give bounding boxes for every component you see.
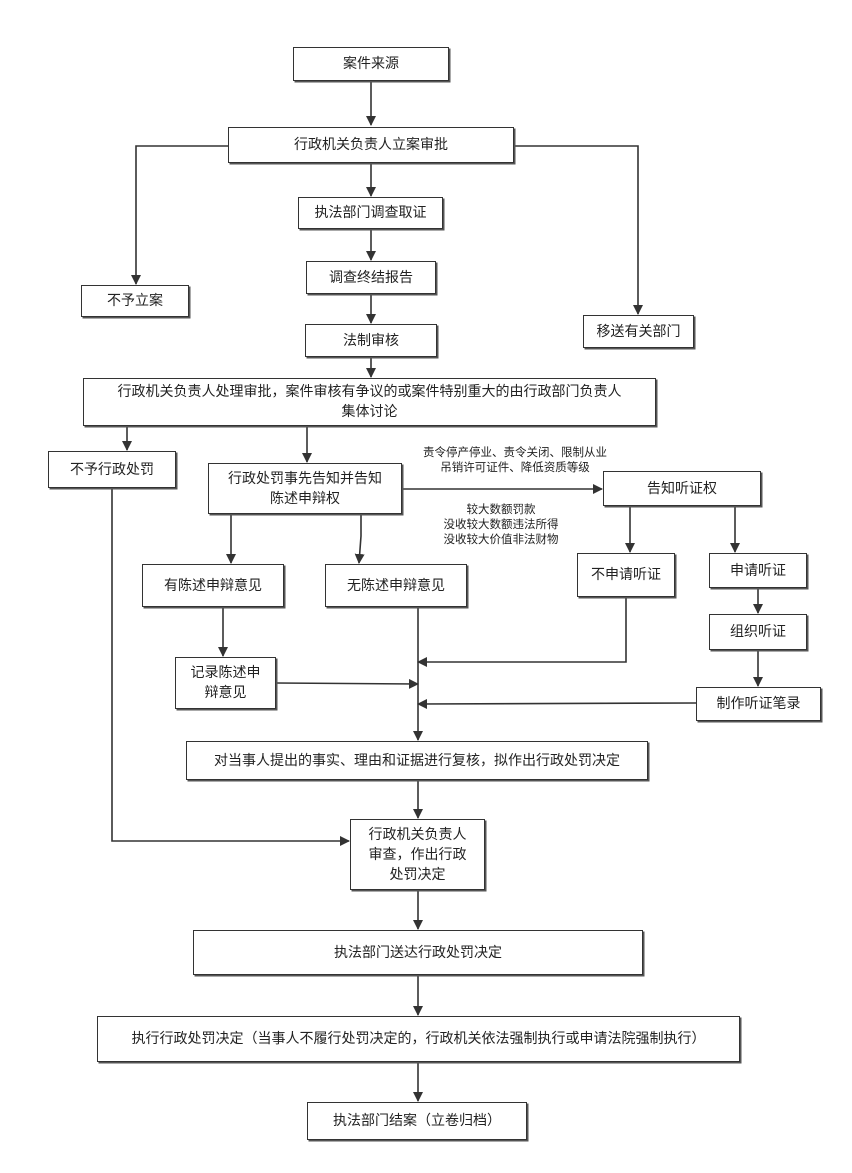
node-legal-review: 法制审核 (305, 324, 437, 357)
node-review-decision: 对当事人提出的事实、理由和证据进行复核，拟作出行政处罚决定 (186, 741, 648, 780)
node-handling-approval: 行政机关负责人处理审批，案件审核有争议的或案件特别重大的由行政部门负责人 集体讨… (83, 378, 656, 426)
arrow-no-penalty-to-head (111, 488, 350, 846)
arrow-record-to-merge (275, 678, 419, 689)
arrow-no-hearing-to-merge (417, 597, 627, 667)
note-hearing-cases-bottom: 较大数额罚款 没收较大数额违法所得 没收较大价值非法财物 (443, 502, 559, 546)
arrow-notice-to-no-statement (354, 514, 365, 564)
node-prior-notice: 行政处罚事先告知并告知 陈述申辩权 (208, 463, 402, 514)
arrow-hearing-record-to-merge (417, 698, 697, 709)
arrow-approve-to-no-register (131, 145, 228, 285)
node-has-statement: 有陈述申辩意见 (142, 564, 284, 607)
node-close-case: 执法部门结案（立卷归档） (307, 1102, 527, 1140)
node-head-review: 行政机关负责人 审查，作出行政 处罚决定 (350, 819, 485, 890)
node-apply-hearing: 申请听证 (709, 553, 807, 588)
node-hearing-notice: 告知听证权 (603, 471, 761, 506)
node-no-statement: 无陈述申辩意见 (325, 564, 467, 607)
node-record-statement: 记录陈述申 辩意见 (175, 657, 276, 709)
node-hearing-record: 制作听证笔录 (696, 687, 821, 721)
node-no-hearing: 不申请听证 (577, 553, 675, 597)
node-case-source: 案件来源 (293, 47, 449, 81)
arrow-approve-to-transfer (514, 145, 643, 315)
node-no-penalty: 不予行政处罚 (48, 451, 176, 488)
node-investigate: 执法部门调查取证 (298, 197, 443, 229)
node-investigation-report: 调查终结报告 (306, 261, 436, 294)
node-deliver-decision: 执法部门送达行政处罚决定 (193, 930, 643, 975)
node-execute-decision: 执行行政处罚决定（当事人不履行处罚决定的，行政机关依法强制执行或申请法院强制执行… (97, 1016, 740, 1062)
node-transfer: 移送有关部门 (583, 315, 694, 348)
node-organize-hearing: 组织听证 (709, 614, 807, 650)
node-no-register: 不予立案 (81, 285, 189, 317)
note-hearing-cases-top: 责令停产停业、责令关闭、限制从业 吊销许可证件、降低资质等级 (423, 445, 607, 474)
node-register-approval: 行政机关负责人立案审批 (228, 127, 514, 163)
